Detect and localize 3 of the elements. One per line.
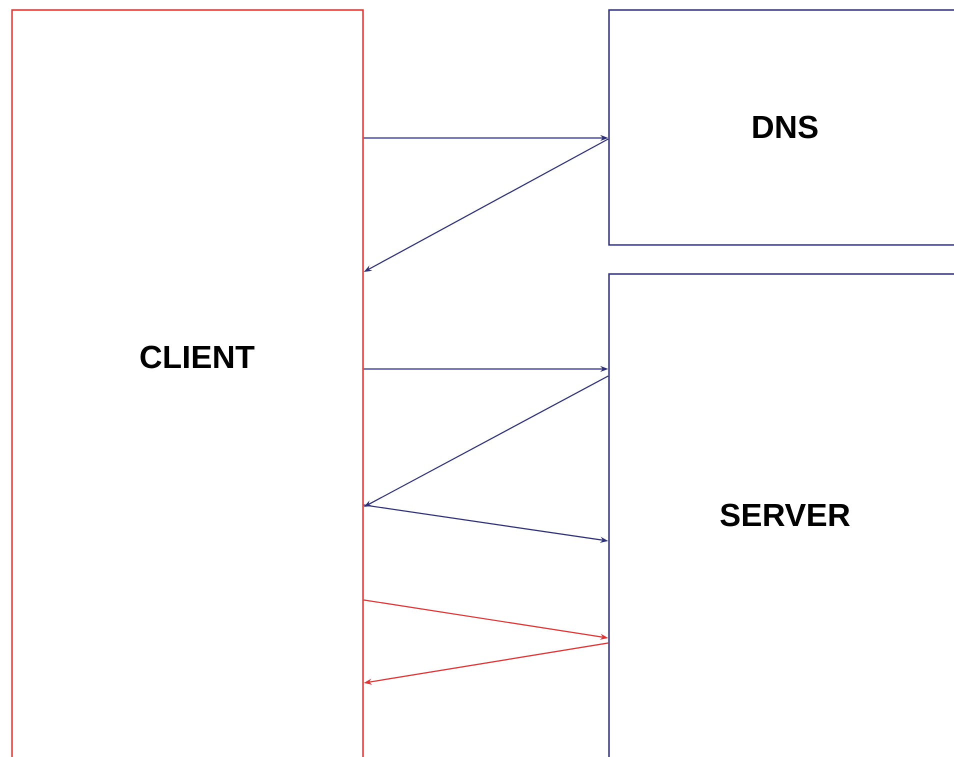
box: CLIENT (11, 9, 364, 757)
box: DNS (608, 9, 954, 246)
box: SERVER (608, 273, 954, 757)
